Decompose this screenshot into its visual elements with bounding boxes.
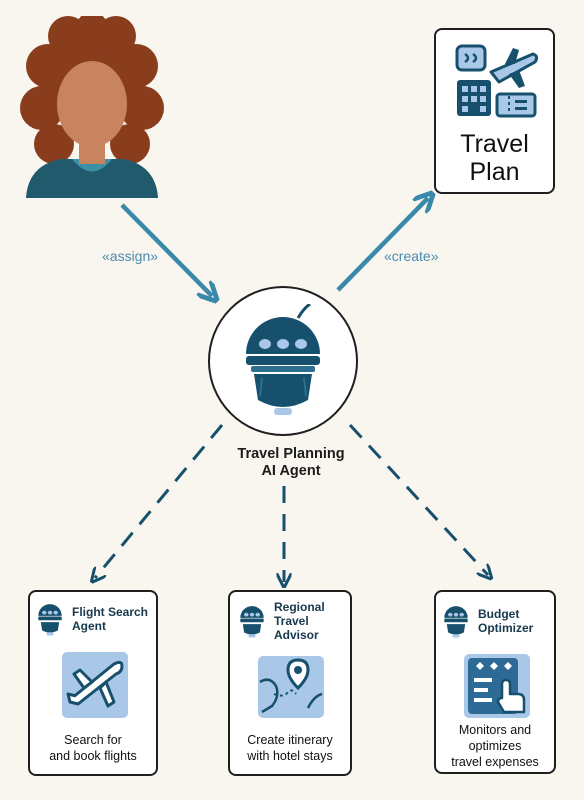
robot-agent-icon [246, 304, 320, 415]
budget-optimizer-desc-line3: travel expenses [451, 755, 539, 769]
budget-optimizer-title: Budget Optimizer [478, 607, 533, 635]
delegate-edge-budget [348, 423, 488, 575]
main-agent-label-line2: AI Agent [261, 463, 321, 479]
assign-edge [120, 203, 212, 296]
budget-optimizer-title-line1: Budget [478, 607, 520, 621]
flight-search-agent-desc-line1: Search for [64, 733, 122, 747]
flight-search-agent-title-line1: Flight Search [72, 605, 149, 619]
person-avatar-icon [20, 16, 164, 198]
budget-calculator-icon [464, 654, 530, 718]
regional-travel-advisor-desc: Create itinerary with hotel stays [236, 732, 344, 764]
travel-plan-title: Travel Plan [436, 130, 553, 186]
regional-travel-advisor-node[interactable]: Regional Travel Advisor Create itinerary… [228, 590, 352, 776]
robot-agent-icon [38, 604, 62, 636]
flight-search-agent-node[interactable]: Flight Search Agent Search for and book … [28, 590, 158, 776]
assign-label: «assign» [102, 248, 159, 264]
flight-search-agent-title-line2: Agent [72, 619, 106, 633]
delegate-edge-flight [95, 424, 224, 578]
robot-agent-icon [240, 606, 264, 638]
main-agent-label: Travel Planning AI Agent [202, 446, 380, 480]
robot-agent-icon [444, 606, 468, 638]
flight-search-agent-desc-line2: and book flights [49, 749, 137, 763]
regional-travel-advisor-title-line3: Advisor [274, 628, 319, 642]
travel-plan-icon [455, 44, 539, 118]
regional-travel-advisor-title-line1: Regional [274, 600, 325, 614]
regional-travel-advisor-title-line2: Travel [274, 614, 309, 628]
budget-optimizer-desc: Monitors and optimizes travel expenses [442, 722, 548, 770]
flight-search-agent-title: Flight Search Agent [72, 605, 148, 633]
regional-travel-advisor-desc-line1: Create itinerary [247, 733, 333, 747]
flight-search-agent-desc: Search for and book flights [36, 732, 150, 764]
regional-travel-advisor-title: Regional Travel Advisor [274, 600, 325, 642]
airplane-icon [62, 652, 128, 718]
travel-plan-node[interactable]: Travel Plan [434, 28, 555, 194]
budget-optimizer-desc-line1: Monitors and [458, 723, 532, 737]
map-pin-icon [258, 656, 324, 718]
budget-optimizer-title-line2: Optimizer [478, 621, 534, 635]
main-agent-label-line1: Travel Planning [237, 446, 345, 462]
create-edge [336, 198, 428, 292]
budget-optimizer-node[interactable]: Budget Optimizer Monitors and optimizes … [434, 590, 556, 774]
regional-travel-advisor-desc-line2: with hotel stays [247, 749, 333, 763]
travel-plan-title-line1: Travel [460, 130, 529, 158]
create-label: «create» [384, 248, 439, 264]
travel-plan-title-line2: Plan [469, 158, 520, 186]
budget-optimizer-desc-line2: optimizes [468, 739, 522, 753]
